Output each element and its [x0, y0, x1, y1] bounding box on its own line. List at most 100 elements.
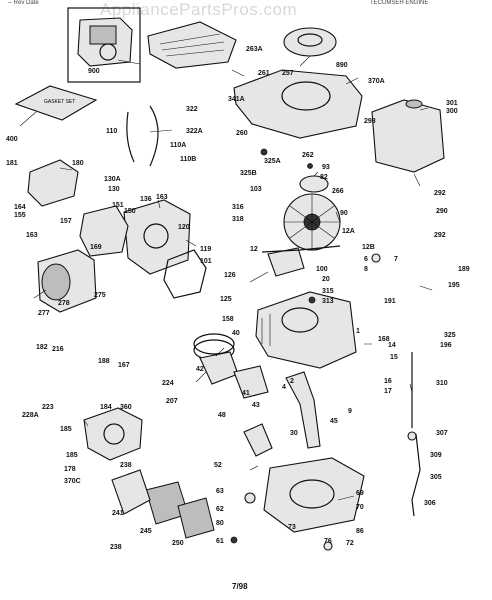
part-label: 310 — [436, 380, 448, 387]
part-label: 292 — [434, 232, 446, 239]
cover-241 — [111, 469, 151, 515]
part-label: 307 — [436, 430, 448, 437]
part-label: 275 — [94, 292, 106, 299]
part-label: 300 — [446, 108, 458, 115]
part-label: 82 — [320, 174, 328, 181]
part-label: 20 — [322, 276, 330, 283]
part-label: 260 — [236, 130, 248, 137]
part-label: 309 — [430, 452, 442, 459]
part-label: 292 — [434, 190, 446, 197]
part-label: 120 — [178, 224, 190, 231]
part-label: 130A — [104, 176, 121, 183]
part-label: 325B — [240, 170, 257, 177]
part-label: 341A — [228, 96, 245, 103]
part-label: 9 — [348, 408, 352, 415]
part-label: 238 — [120, 462, 132, 469]
part-label: 278 — [58, 300, 70, 307]
part-label: 266 — [332, 188, 344, 195]
part-label: 257 — [282, 70, 294, 77]
footer-date: 7/98 — [232, 582, 248, 591]
part-label: 181 — [6, 160, 18, 167]
part-label: 130 — [108, 186, 120, 193]
part-label: 45 — [330, 418, 338, 425]
part-label: 188 — [98, 358, 110, 365]
part-label: 158 — [222, 316, 234, 323]
screen-890 — [283, 27, 337, 57]
gasket-set-400: GASKET SET — [14, 85, 98, 121]
part-label: 155 — [14, 212, 26, 219]
part-label: 52 — [214, 462, 222, 469]
part-label: 164 — [14, 204, 26, 211]
part-label: 163 — [26, 232, 38, 239]
part-label: 184 — [100, 404, 112, 411]
part-label: 315 — [322, 288, 334, 295]
part-label: 63 — [216, 488, 224, 495]
part-label: 167 — [118, 362, 130, 369]
part-label: 125 — [220, 296, 232, 303]
fuel-tank-300 — [371, 99, 445, 173]
part-label: 15 — [390, 354, 398, 361]
part-label: 4 — [282, 384, 286, 391]
part-label: 223 — [42, 404, 54, 411]
part-label: 261 — [258, 70, 270, 77]
part-label: 110B — [180, 156, 197, 163]
part-label: 12A — [342, 228, 355, 235]
piston-42 — [199, 351, 239, 385]
part-label: 86 — [356, 528, 364, 535]
part-label: 196 — [440, 342, 452, 349]
part-label: 228A — [22, 412, 39, 419]
part-label: 126 — [224, 272, 236, 279]
part-label: 12B — [362, 244, 375, 251]
part-label: 400 — [6, 136, 18, 143]
shroud-263A — [147, 21, 237, 69]
part-label: 101 — [200, 258, 212, 265]
carburetor-184 — [83, 407, 143, 461]
part-label: 72 — [346, 540, 354, 547]
part-label: 250 — [172, 540, 184, 547]
part-label: 7 — [394, 256, 398, 263]
svg-text:GASKET SET: GASKET SET — [44, 99, 75, 105]
part-label: 325 — [444, 332, 456, 339]
part-label: 157 — [60, 218, 72, 225]
part-label: 890 — [336, 62, 348, 69]
part-label: 316 — [232, 204, 244, 211]
crankshaft-2 — [285, 371, 321, 449]
flange-69 — [263, 457, 365, 533]
part-label: 238 — [110, 544, 122, 551]
part-label: 42 — [196, 366, 204, 373]
gasket-119 — [163, 249, 207, 299]
part-label: 80 — [216, 520, 224, 527]
part-label: 2 — [290, 378, 294, 385]
part-label: 370C — [64, 478, 81, 485]
ignition-100 — [267, 247, 305, 277]
dipstick-tube-305 — [411, 433, 421, 517]
part-label: 245 — [140, 528, 152, 535]
part-label: 100 — [316, 266, 328, 273]
part-label: 12 — [250, 246, 258, 253]
part-label: 163 — [156, 194, 168, 201]
header-right: TECUMSEH ENGINE — [370, 0, 429, 6]
camshaft-50 — [243, 423, 273, 457]
part-label: 76 — [324, 538, 332, 545]
part-label: 322 — [186, 106, 198, 113]
part-label: 360 — [120, 404, 132, 411]
part-label: 290 — [436, 208, 448, 215]
part-label: 69 — [356, 490, 364, 497]
part-label: 136 — [140, 196, 152, 203]
part-label: 8 — [364, 266, 368, 273]
part-label: 103 — [250, 186, 262, 193]
part-label: 191 — [384, 298, 396, 305]
part-label: 110 — [106, 128, 118, 135]
part-label: 61 — [216, 538, 224, 545]
part-label: 30 — [290, 430, 298, 437]
watermark: AppliancePartsPros.com — [100, 0, 298, 19]
part-label: 182 — [36, 344, 48, 351]
part-label: 119 — [200, 246, 212, 253]
part-label: 48 — [218, 412, 226, 419]
part-label: 322A — [186, 128, 203, 135]
piston-rings-40 — [193, 333, 235, 355]
part-label: 1 — [356, 328, 360, 335]
part-label: 318 — [232, 216, 244, 223]
part-label: 178 — [64, 466, 76, 473]
part-label: 263A — [246, 46, 263, 53]
